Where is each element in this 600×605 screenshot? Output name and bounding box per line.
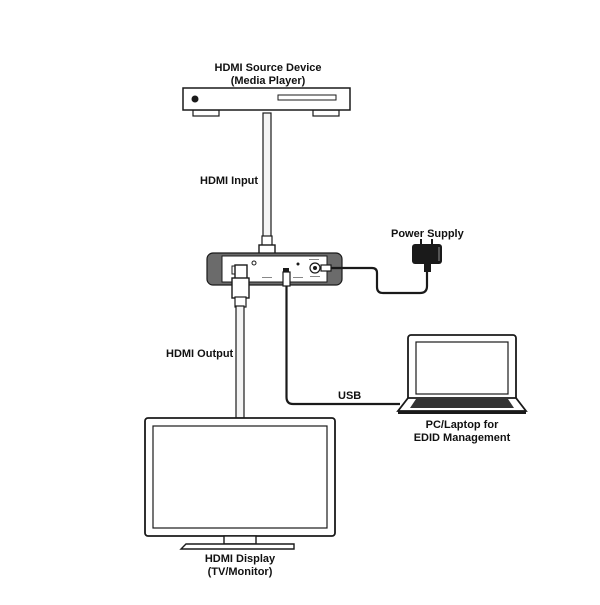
media-player-icon <box>182 87 351 117</box>
laptop-icon <box>396 334 528 414</box>
source-device-subtitle: (Media Player) <box>230 75 306 87</box>
usb-label: USB <box>338 390 362 402</box>
source-device-label: HDMI Source Device (Media Player) <box>215 62 322 88</box>
pc-laptop-title: PC/Laptop for <box>425 419 499 431</box>
power-supply-label: Power Supply <box>391 228 464 240</box>
usb-cable <box>282 271 400 406</box>
source-device-title: HDMI Source Device <box>214 62 322 74</box>
hdmi-output-cable <box>231 264 250 419</box>
power-cable <box>320 264 429 295</box>
hdmi-display-label: HDMI Display (TV/Monitor) <box>205 553 275 579</box>
hdmi-display-subtitle: (TV/Monitor) <box>207 566 273 578</box>
hdmi-input-cable <box>258 112 276 277</box>
hdmi-output-label: HDMI Output <box>166 348 234 360</box>
hdmi-display-title: HDMI Display <box>204 553 276 565</box>
pc-laptop-label: PC/Laptop for EDID Management <box>414 419 511 445</box>
pc-laptop-subtitle: EDID Management <box>413 432 511 444</box>
tv-monitor-icon <box>144 417 336 550</box>
power-adapter-icon <box>412 239 442 272</box>
hdmi-input-label: HDMI Input <box>200 175 259 187</box>
